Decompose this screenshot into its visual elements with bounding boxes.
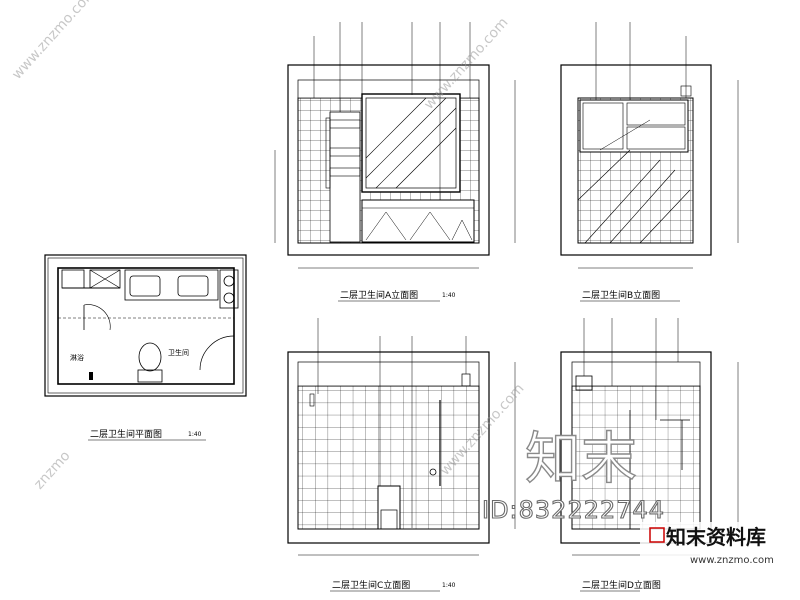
elev-a-scale: 1:40	[442, 292, 456, 299]
brand-name: 知末资料库	[666, 525, 766, 549]
elev-b-title: 二层卫生间B立面图	[582, 289, 660, 301]
watermark-id: ID:832222744	[482, 496, 665, 524]
watermark-logo-glyph: 知末	[525, 427, 637, 492]
watermark-left: www.znzmo.com	[9, 0, 99, 83]
elevation-b	[560, 22, 739, 269]
brand-url: www.znzmo.com	[690, 555, 774, 566]
elevation-a	[274, 22, 516, 269]
plan-room-label: 卫生间	[168, 348, 189, 357]
plan-left-label: 淋浴	[70, 353, 84, 362]
elev-d-title: 二层卫生间D立面图	[582, 579, 661, 591]
elev-c-title: 二层卫生间C立面图	[332, 579, 410, 591]
elevation-c	[287, 318, 516, 556]
brand-logo: 知末资料库 www.znzmo.com	[640, 522, 800, 578]
watermark-bottom-left: znzmo	[31, 448, 74, 493]
elev-c-scale: 1:40	[442, 582, 456, 589]
elev-a-title: 二层卫生间A立面图	[340, 289, 418, 301]
plan-scale: 1:40	[188, 431, 202, 438]
elevation-d	[560, 318, 739, 556]
floor-plan: 卫生间 淋浴	[44, 254, 247, 397]
plan-title: 二层卫生间平面图	[90, 428, 162, 440]
